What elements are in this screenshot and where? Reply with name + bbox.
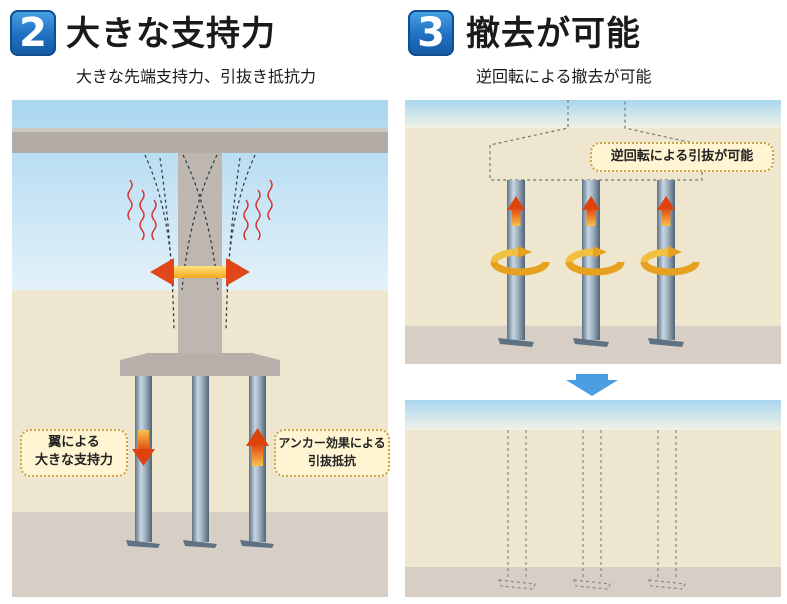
up-arrow-icon — [246, 428, 269, 466]
section-2-number-badge: 2 — [10, 10, 56, 56]
rotation-arrows — [490, 246, 700, 276]
pier-column — [178, 153, 222, 353]
section-3-subtitle: 逆回転による撤去が可能 — [476, 67, 652, 86]
callout-anchor-resistance-line2: 引抜抵抗 — [307, 454, 356, 468]
right-bottom-panel — [405, 400, 781, 597]
right-top-panel — [405, 100, 781, 364]
section-2-title: 大きな支持力 — [66, 14, 276, 54]
section-2-subtitle: 大きな先端支持力、引抜き抵抗力 — [76, 67, 317, 86]
section-3-number-badge: 3 — [408, 10, 454, 56]
callout-wing-support-line2: 大きな支持力 — [34, 453, 113, 468]
vibration-lines — [127, 179, 273, 241]
callout-wing-support: 翼による 大きな支持力 — [20, 429, 128, 477]
bridge-deck — [12, 128, 388, 153]
removed-pile-outlines — [498, 430, 686, 590]
pull-up-arrows — [507, 196, 675, 226]
left-panel — [12, 100, 388, 597]
left-piles — [126, 376, 274, 548]
horizontal-force-arrow — [150, 258, 250, 286]
callout-wing-support-line1: 翼による — [48, 435, 100, 450]
callout-reverse-rotation: 逆回転による引抜が可能 — [590, 142, 774, 172]
callout-anchor-resistance-line1: アンカー効果による — [278, 436, 386, 450]
transition-arrow-icon — [566, 374, 618, 396]
footing — [120, 353, 280, 376]
section-3-title: 撤去が可能 — [466, 14, 641, 54]
down-arrow-icon — [132, 430, 155, 466]
callout-anchor-resistance: アンカー効果による 引抜抵抗 — [274, 429, 390, 477]
